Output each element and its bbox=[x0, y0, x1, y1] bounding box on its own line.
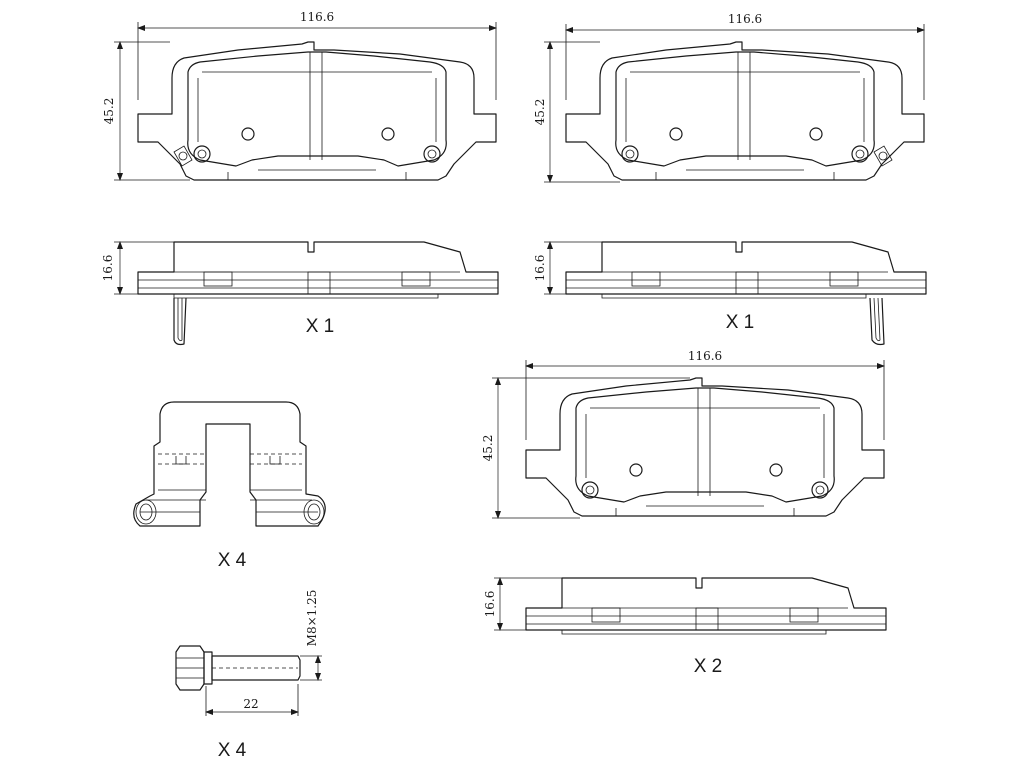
pad-top-right-side bbox=[565, 241, 927, 346]
width-dimension-inner: 116.6 bbox=[688, 349, 722, 363]
pad-top-left-face bbox=[137, 41, 497, 181]
quantity-top-right: X 1 bbox=[726, 312, 755, 333]
bolt-thread-label: M8×1.25 bbox=[305, 590, 319, 647]
pad-top-right-face bbox=[565, 41, 925, 181]
height-dimension-inner: 45.2 bbox=[481, 435, 495, 462]
width-dimension-top-left: 116.6 bbox=[300, 10, 334, 24]
thickness-dimension-top-right: 16.6 bbox=[533, 255, 547, 282]
quantity-bolt: X 4 bbox=[218, 740, 247, 761]
pad-inner-face bbox=[525, 377, 885, 517]
guide-clip-drawing bbox=[133, 401, 326, 527]
quantity-guide-clip: X 4 bbox=[218, 550, 247, 571]
thickness-dimension-top-left: 16.6 bbox=[101, 255, 115, 282]
thickness-dimension-inner: 16.6 bbox=[483, 591, 497, 618]
height-dimension-top-left: 45.2 bbox=[102, 98, 116, 125]
bolt-drawing bbox=[175, 645, 322, 716]
width-dimension-top-right: 116.6 bbox=[728, 12, 762, 26]
height-dimension-top-right: 45.2 bbox=[533, 99, 547, 126]
quantity-top-left: X 1 bbox=[306, 316, 335, 337]
bolt-length-label: 22 bbox=[243, 697, 258, 711]
pad-inner-side bbox=[525, 577, 887, 635]
quantity-inner: X 2 bbox=[694, 656, 723, 677]
pad-top-left-side bbox=[137, 241, 499, 346]
